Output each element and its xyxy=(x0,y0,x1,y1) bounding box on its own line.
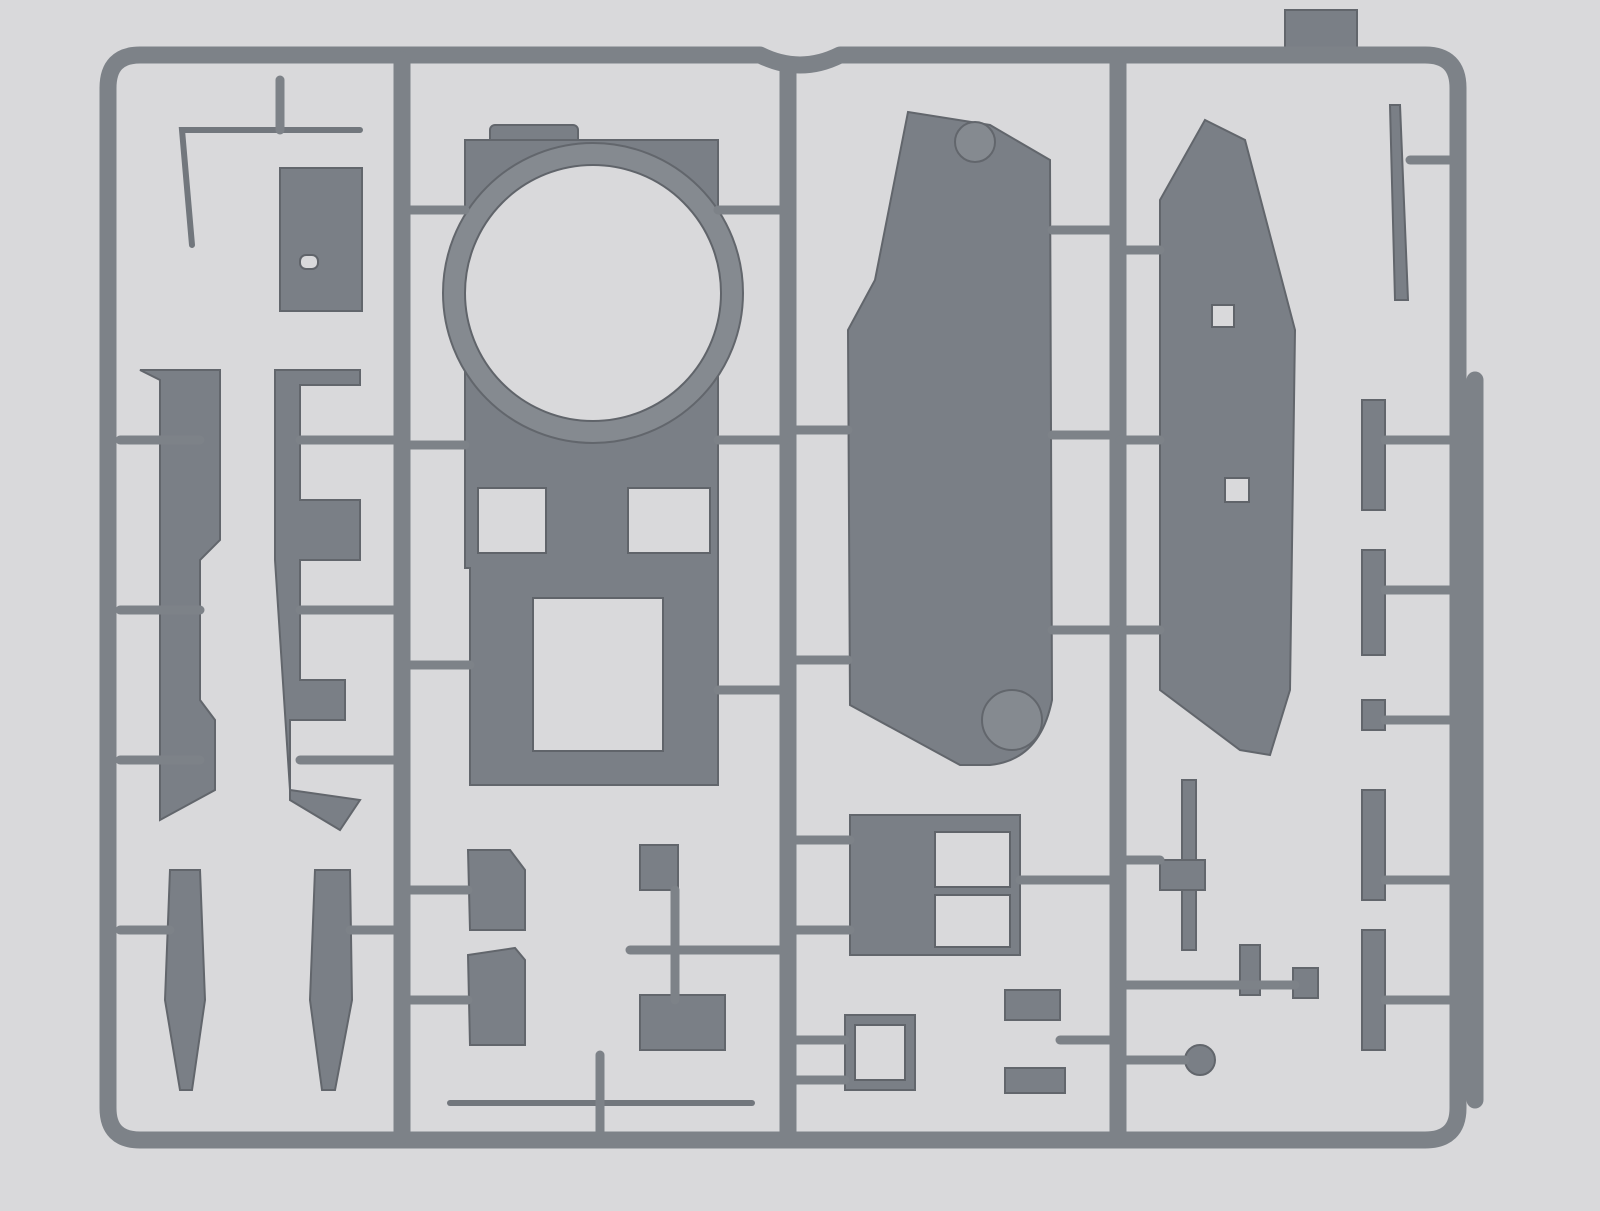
lever-part xyxy=(1115,944,1319,999)
plate-hole xyxy=(1224,477,1250,503)
small-parts-column xyxy=(1361,399,1475,1051)
spring-part-left xyxy=(163,869,207,1091)
wheel-mount xyxy=(981,689,1043,751)
handle-part xyxy=(178,127,363,248)
square-frame-hole xyxy=(854,1024,906,1081)
wheel-mount xyxy=(954,121,996,163)
cover-part xyxy=(466,946,526,1046)
hull-side-part xyxy=(846,110,1054,766)
mg-mount-part xyxy=(1115,779,1206,951)
cover-part xyxy=(466,849,526,931)
frame-hole xyxy=(934,894,1011,948)
frame-hole xyxy=(934,831,1011,888)
turret-plate-part xyxy=(442,124,744,786)
sprue-frame xyxy=(99,46,1467,1149)
plate-hole xyxy=(1211,304,1235,328)
spring-part-right xyxy=(308,869,354,1091)
bracket-part-left xyxy=(115,369,221,822)
bracket-part-right xyxy=(274,369,400,832)
barrel-part xyxy=(1388,104,1410,301)
sprue-tab xyxy=(1284,9,1358,53)
bracket-assembly-part xyxy=(625,844,790,1051)
hatch-part xyxy=(279,167,363,312)
bracket-small-part xyxy=(1004,989,1120,1094)
hatch-hole xyxy=(299,254,319,270)
side-plate-part xyxy=(1159,118,1297,757)
